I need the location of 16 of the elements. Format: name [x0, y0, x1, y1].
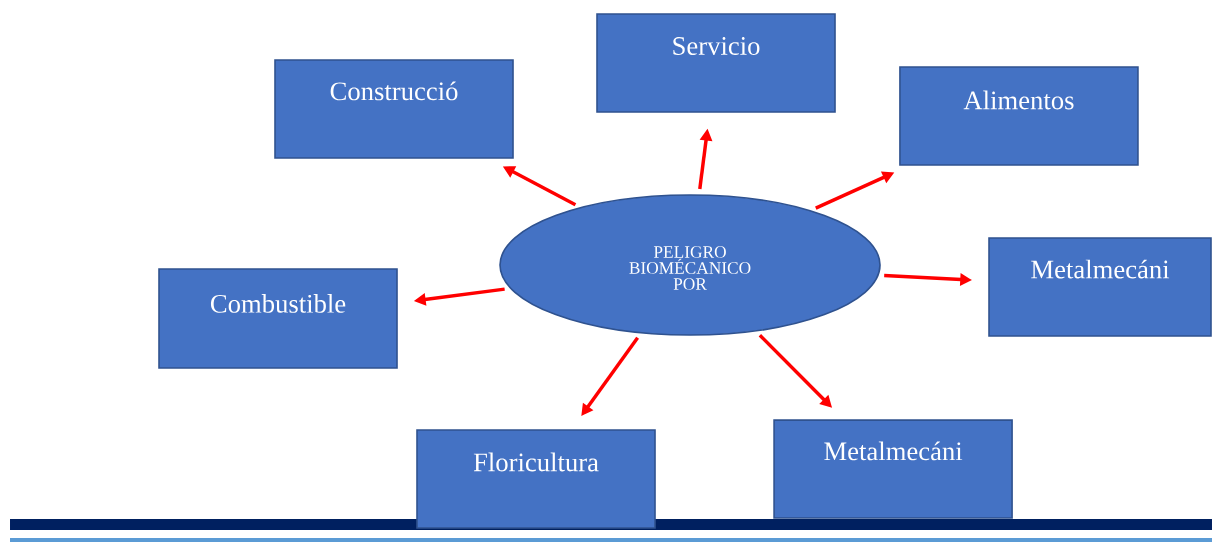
sector-box	[899, 66, 1139, 166]
hazard-ellipse	[499, 194, 881, 336]
sector-box	[416, 429, 656, 529]
node-label: Construcció	[330, 81, 458, 101]
sector-box	[773, 419, 1013, 519]
node-label: Servicio	[673, 37, 760, 55]
sector-box	[158, 268, 398, 369]
node-label: Alimentos	[963, 90, 1074, 110]
node-label: PELIGRO BIOMÉCANICO POR	[629, 246, 751, 290]
sector-box	[988, 237, 1212, 337]
node-label: Metalmecáni	[824, 441, 963, 461]
sector-box	[274, 59, 514, 159]
node-label: Metalmecáni	[1031, 259, 1170, 279]
sector-box	[596, 13, 836, 113]
node-label: Combustible	[210, 294, 346, 313]
node-label: Floricultura	[473, 452, 599, 472]
